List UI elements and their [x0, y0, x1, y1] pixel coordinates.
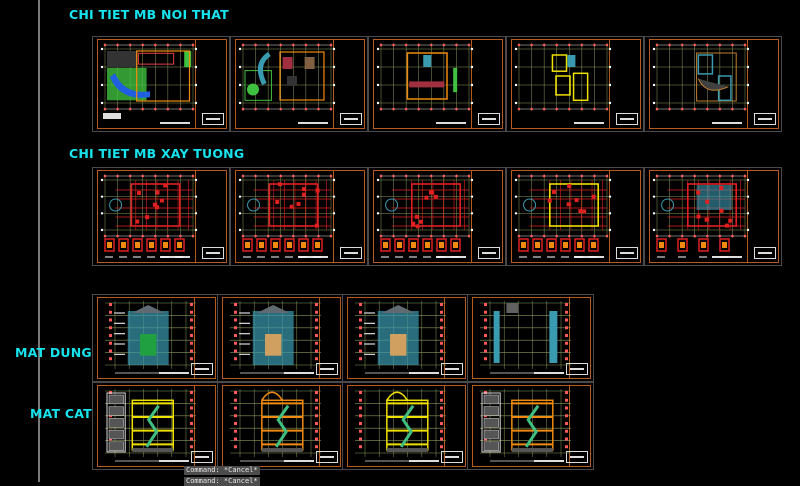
title-block	[316, 298, 340, 378]
scale-bar	[712, 122, 742, 124]
drawing-sheet[interactable]	[342, 294, 469, 382]
drawing-sheet[interactable]	[467, 382, 594, 470]
title-stamp	[754, 113, 776, 125]
title-stamp	[441, 363, 463, 375]
drawing-content	[376, 174, 474, 258]
title-stamp	[754, 247, 776, 259]
drawing-sheet[interactable]	[467, 294, 594, 382]
title-stamp	[316, 363, 338, 375]
title-block	[471, 171, 502, 262]
title-stamp	[340, 113, 362, 125]
drawing-sheet[interactable]	[368, 167, 506, 266]
drawing-content	[514, 43, 612, 111]
drawing-content	[238, 43, 336, 111]
drawing-sheet[interactable]	[92, 36, 230, 132]
drawing-content	[652, 43, 750, 111]
drawing-sheet[interactable]	[92, 294, 219, 382]
section-label-xay-tuong: CHI TIET MB XAY TUONG	[69, 146, 245, 161]
sheet-border	[347, 297, 466, 379]
title-stamp	[616, 113, 638, 125]
title-stamp	[191, 363, 213, 375]
drawing-sheet[interactable]	[92, 382, 219, 470]
drawing-content	[480, 301, 571, 374]
drawing-content	[652, 174, 750, 258]
title-block	[316, 386, 340, 466]
drawing-content	[230, 389, 321, 462]
drawing-sheet[interactable]	[342, 382, 469, 470]
title-stamp	[191, 451, 213, 463]
drawing-sheet[interactable]	[368, 36, 506, 132]
drawing-content	[376, 43, 474, 111]
drawing-sheet[interactable]	[217, 382, 344, 470]
drawing-content	[355, 389, 446, 462]
drawing-sheet[interactable]	[230, 167, 368, 266]
section-label-mat-cat: MAT CAT	[30, 406, 92, 421]
drawing-content	[230, 301, 321, 374]
scale-bar	[574, 122, 604, 124]
drawing-content	[480, 389, 571, 462]
title-block	[566, 386, 590, 466]
drawing-content	[100, 174, 198, 258]
section-label-noi-that: CHI TIET MB NOI THAT	[69, 7, 229, 22]
title-stamp	[478, 113, 500, 125]
title-block	[441, 386, 465, 466]
title-stamp	[441, 451, 463, 463]
drawing-content	[100, 43, 198, 119]
drawing-sheet[interactable]	[644, 36, 782, 132]
drawing-sheet[interactable]	[92, 167, 230, 266]
ucs-axis-line	[38, 0, 40, 482]
title-stamp	[202, 113, 224, 125]
drawing-content	[355, 301, 446, 374]
drawing-sheet[interactable]	[506, 36, 644, 132]
title-block	[441, 298, 465, 378]
section-label-mat-dung: MAT DUNG	[15, 345, 92, 360]
title-stamp	[478, 247, 500, 259]
title-block	[191, 386, 215, 466]
title-block	[191, 298, 215, 378]
drawing-sheet[interactable]	[217, 294, 344, 382]
title-stamp	[566, 451, 588, 463]
scale-bar	[160, 122, 190, 124]
drawing-content	[105, 389, 196, 462]
scale-bar	[298, 122, 328, 124]
title-block	[333, 171, 364, 262]
title-stamp	[316, 451, 338, 463]
scale-bar	[436, 122, 466, 124]
title-block	[566, 298, 590, 378]
title-block	[195, 171, 226, 262]
drawing-content	[514, 174, 612, 258]
drawing-sheet[interactable]	[506, 167, 644, 266]
drawing-sheet[interactable]	[230, 36, 368, 132]
drawing-content	[105, 301, 196, 374]
command-history-line-1: Command: *Cancel*	[184, 466, 260, 475]
title-block	[747, 171, 778, 262]
title-stamp	[616, 247, 638, 259]
title-stamp	[566, 363, 588, 375]
title-stamp	[340, 247, 362, 259]
drawing-content	[238, 174, 336, 258]
title-block	[609, 171, 640, 262]
title-stamp	[202, 247, 224, 259]
drawing-sheet[interactable]	[644, 167, 782, 266]
